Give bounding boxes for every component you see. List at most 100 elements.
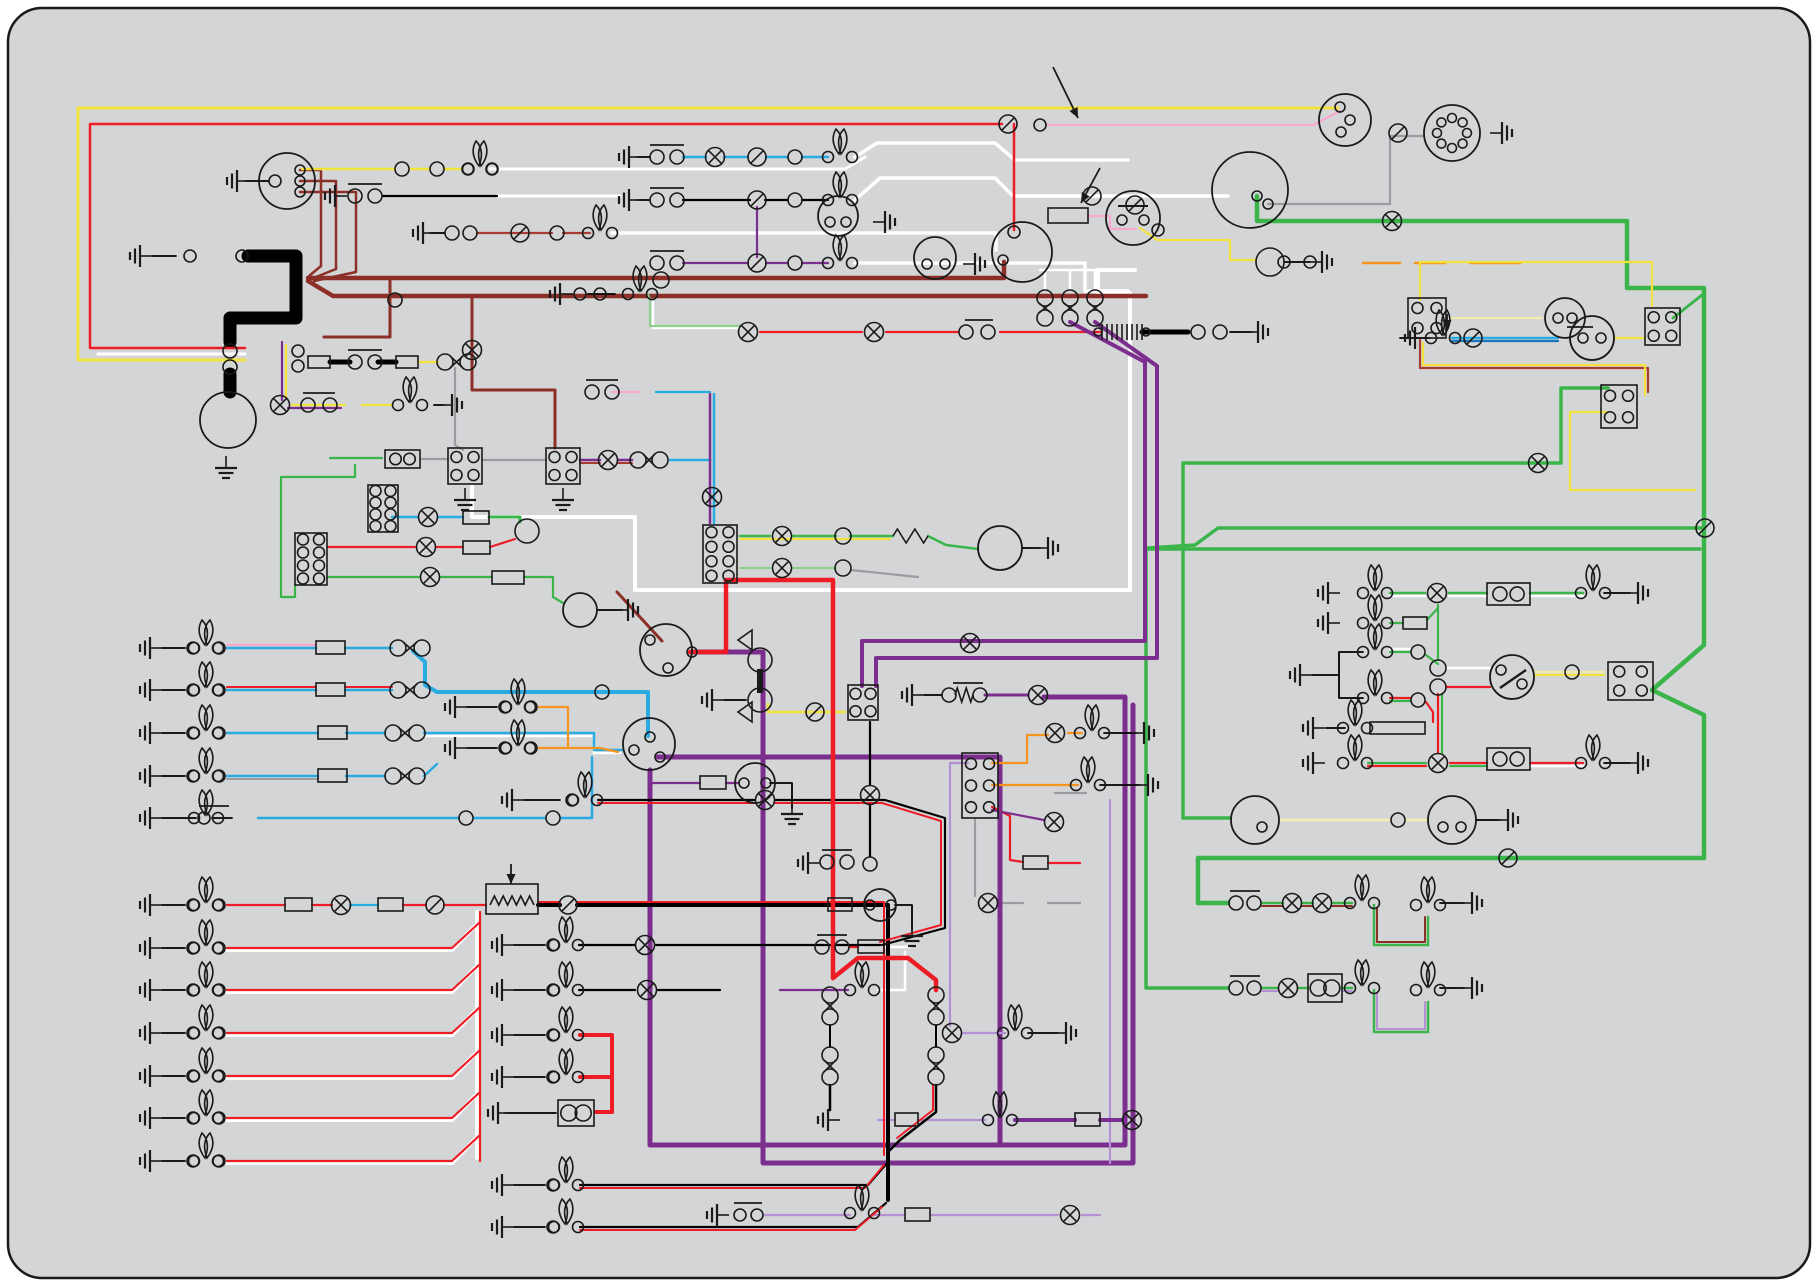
connector-slash [750, 193, 764, 207]
pin [1598, 586, 1612, 600]
pin [821, 1008, 839, 1026]
inline-connector-symbol [747, 253, 767, 273]
pin [1097, 726, 1111, 740]
pin [1409, 898, 1423, 912]
connector-circle [546, 1178, 560, 1192]
connector-circle [498, 741, 512, 755]
pin [867, 1206, 881, 1220]
component-circle [183, 249, 197, 263]
pin [705, 525, 718, 539]
petal [1367, 668, 1378, 697]
wire [896, 1084, 934, 1139]
fuse-symbol [857, 939, 885, 954]
wire [689, 649, 1136, 1166]
crossover-connector [821, 1046, 839, 1086]
connector-circle [186, 726, 200, 740]
crossover-connector [389, 681, 431, 699]
wire [522, 575, 565, 605]
wire [1045, 109, 1342, 127]
pin [964, 779, 978, 792]
petal [1080, 755, 1091, 784]
connector-circle [212, 1154, 226, 1168]
crossover-connector [389, 639, 431, 657]
lamp-cross [1280, 980, 1296, 996]
pin [1664, 310, 1678, 324]
connector-circle [546, 1070, 560, 1084]
inline-connector-symbol [747, 190, 767, 210]
ground-symbol [700, 689, 724, 711]
petal [1089, 703, 1100, 732]
connector-circle [747, 253, 767, 273]
wire [225, 1090, 482, 1120]
component-circle [1255, 247, 1285, 277]
petal [1585, 733, 1596, 762]
lamp-cross [1124, 1112, 1140, 1128]
component-circle [294, 175, 306, 187]
fuse-symbol [317, 768, 348, 783]
wire [1146, 526, 1704, 550]
bullet-connector-symbol [1356, 593, 1394, 630]
fuse-symbol [462, 540, 491, 555]
lamp-circle [977, 892, 999, 914]
lamp-circle [417, 506, 439, 528]
wire [1424, 700, 1435, 724]
cross [642, 453, 656, 467]
petal [198, 918, 209, 947]
component-circle [1566, 312, 1578, 324]
component-circle [1007, 225, 1021, 239]
fuse-symbol [462, 510, 490, 525]
wire [1418, 260, 1654, 308]
connector-circle [649, 192, 665, 208]
wire [610, 231, 998, 252]
connector-circle [367, 354, 383, 370]
connector-circle [212, 1111, 226, 1125]
pin [1647, 329, 1661, 343]
pin [864, 704, 877, 718]
crossover-connector [1061, 289, 1079, 327]
lamp-cross [639, 982, 655, 998]
lamp-symbol [419, 566, 441, 588]
cross [397, 769, 413, 783]
spring-symbol [892, 527, 929, 545]
fuse-symbol [317, 725, 348, 740]
ground-symbol [138, 637, 162, 659]
connector-block [1486, 747, 1531, 771]
hole [1492, 751, 1508, 767]
connector-circle [649, 149, 665, 165]
connector-circle [1033, 118, 1047, 132]
fuse-symbol [827, 897, 853, 912]
ground-symbol [1316, 612, 1340, 634]
connector-slash [808, 705, 822, 719]
connector-circle [394, 161, 410, 177]
petal [1590, 733, 1601, 762]
pin [927, 1008, 945, 1026]
pin-box [1407, 297, 1447, 339]
pin [1360, 756, 1374, 770]
bullet-connector-symbol [843, 960, 881, 997]
wire [305, 278, 1149, 299]
lamp-symbol [959, 632, 981, 654]
lamp-circle [1527, 452, 1549, 474]
wire [1372, 903, 1430, 947]
cross [823, 1059, 837, 1073]
wire [990, 733, 1050, 765]
lamp-cross [980, 895, 996, 911]
pin [369, 519, 382, 533]
pin [296, 533, 310, 546]
connector-circle [787, 192, 803, 208]
bullet-connector-symbol [1356, 668, 1394, 705]
component-circle [1116, 214, 1128, 226]
lamp-cross [1430, 755, 1446, 771]
ground-symbol [138, 722, 162, 744]
component-circle [644, 634, 656, 646]
inline-connector-symbol [805, 702, 825, 722]
block-outline [557, 1099, 595, 1127]
component-circle [885, 899, 897, 911]
pin [1073, 726, 1087, 740]
component-circle [977, 525, 1023, 571]
cross [397, 726, 413, 740]
lamp-symbol [737, 321, 759, 343]
component-circle [294, 186, 306, 198]
inline-connector-symbol [998, 114, 1018, 134]
pin [1367, 896, 1381, 910]
